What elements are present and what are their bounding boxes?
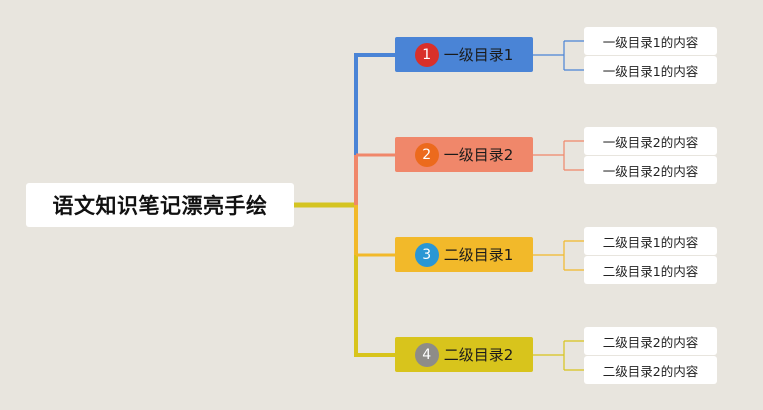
branch-label: 一级目录1: [443, 46, 514, 64]
leaf-label: 二级目录2的内容: [602, 334, 699, 350]
branch-topic-1[interactable]: 1 一级目录1: [395, 37, 533, 72]
leaf-label: 二级目录1的内容: [602, 234, 699, 250]
number-badge-icon: 3: [414, 242, 439, 267]
branch-topic-2[interactable]: 2 一级目录2: [395, 137, 533, 172]
leaf-label: 一级目录2的内容: [602, 134, 699, 150]
number-badge-icon: 2: [414, 142, 439, 167]
number-badge-icon: 4: [414, 342, 439, 367]
root-topic[interactable]: 语文知识笔记漂亮手绘: [26, 183, 294, 227]
leaf-topic[interactable]: 二级目录1的内容: [584, 227, 717, 255]
leaf-label: 二级目录2的内容: [602, 363, 699, 379]
number-badge-icon: 1: [414, 42, 439, 67]
leaf-topic[interactable]: 二级目录2的内容: [584, 327, 717, 355]
branch-topic-4[interactable]: 4 二级目录2: [395, 337, 533, 372]
root-topic-label: 语文知识笔记漂亮手绘: [52, 194, 268, 218]
leaf-label: 一级目录1的内容: [602, 63, 699, 79]
branch-label: 二级目录2: [443, 346, 514, 364]
branch-label: 一级目录2: [443, 146, 514, 164]
leaf-topic[interactable]: 一级目录2的内容: [584, 156, 717, 184]
leaf-bracket-1: [533, 40, 584, 71]
branch-topic-3[interactable]: 3 二级目录1: [395, 237, 533, 272]
leaf-topic[interactable]: 一级目录1的内容: [584, 27, 717, 55]
leaf-label: 一级目录1的内容: [602, 34, 699, 50]
leaf-bracket-4: [533, 340, 584, 371]
leaf-topic[interactable]: 一级目录2的内容: [584, 127, 717, 155]
leaf-topic[interactable]: 二级目录2的内容: [584, 356, 717, 384]
leaf-topic[interactable]: 二级目录1的内容: [584, 256, 717, 284]
leaf-bracket-2: [533, 140, 584, 171]
leaf-label: 一级目录2的内容: [602, 163, 699, 179]
branch-label: 二级目录1: [443, 246, 514, 264]
leaf-bracket-3: [533, 240, 584, 271]
leaf-label: 二级目录1的内容: [602, 263, 699, 279]
leaf-topic[interactable]: 一级目录1的内容: [584, 56, 717, 84]
